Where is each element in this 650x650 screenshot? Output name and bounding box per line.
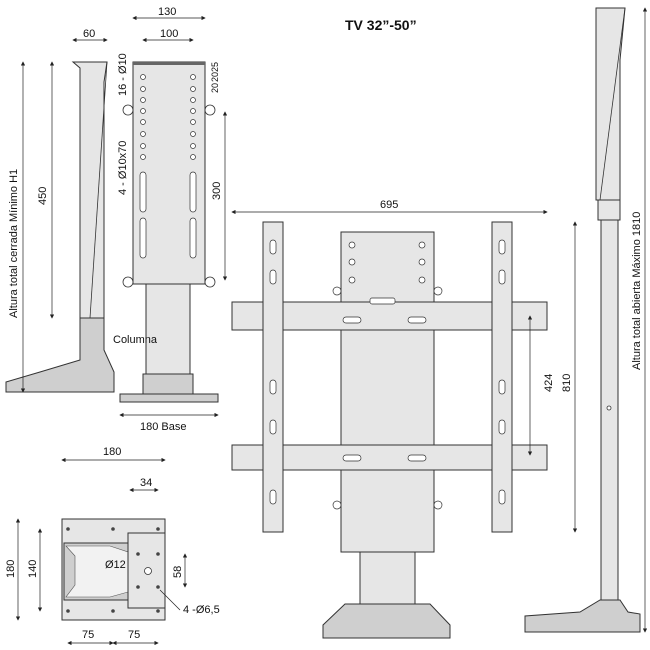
title: TV 32”-50”	[345, 17, 417, 33]
open-height-label: Altura total abierta Máximo 1810	[631, 212, 643, 370]
open-view: Altura total abierta Máximo 1810	[524, 7, 648, 633]
slots-label: 4 - Ø10x70	[117, 141, 129, 195]
column-label: Columna	[113, 334, 158, 346]
mount-holes-label: 4 -Ø6,5	[183, 604, 220, 616]
closed-height-label: Altura total cerrada Mínimo H1	[8, 169, 20, 318]
spacing-2: 20	[210, 83, 220, 93]
hole-spacing-label: 58	[172, 566, 184, 578]
slot-span-label: 300	[211, 182, 223, 200]
tv-bracket-view: 695 424 810	[231, 199, 578, 639]
spacing-1: 20	[210, 72, 220, 82]
plate-width-label: 34	[140, 477, 152, 489]
bracket-inner-height-label: 424	[543, 374, 555, 392]
outer-width-label: 130	[158, 6, 176, 18]
base-plan-view: 180 34 180 140 Ø12 58 4 -Ø6,5 75 75	[5, 446, 220, 646]
holes-label: 16 - Ø10	[117, 53, 129, 96]
inner-width-label: 100	[160, 28, 178, 40]
side-view: 60 450 Altura total cerrada Mínimo H1	[5, 28, 115, 393]
side-width-label: 60	[83, 28, 95, 40]
base-label: 180 Base	[140, 421, 186, 433]
plan-height-label: 180	[5, 560, 17, 578]
left-spacing-label: 75	[82, 629, 94, 641]
spacing-3: 25	[210, 62, 220, 72]
bracket-width-label: 695	[380, 199, 398, 211]
bracket-outer-height-label: 810	[561, 374, 573, 392]
plan-width-label: 180	[103, 446, 121, 458]
plan-inner-height-label: 140	[27, 560, 39, 578]
right-spacing-label: 75	[128, 629, 140, 641]
center-hole-label: Ø12	[105, 559, 126, 571]
front-view: 130 100 16 - Ø10 4 - Ø10x70 20 20 25 300…	[113, 6, 228, 433]
side-height-label: 450	[37, 187, 49, 205]
